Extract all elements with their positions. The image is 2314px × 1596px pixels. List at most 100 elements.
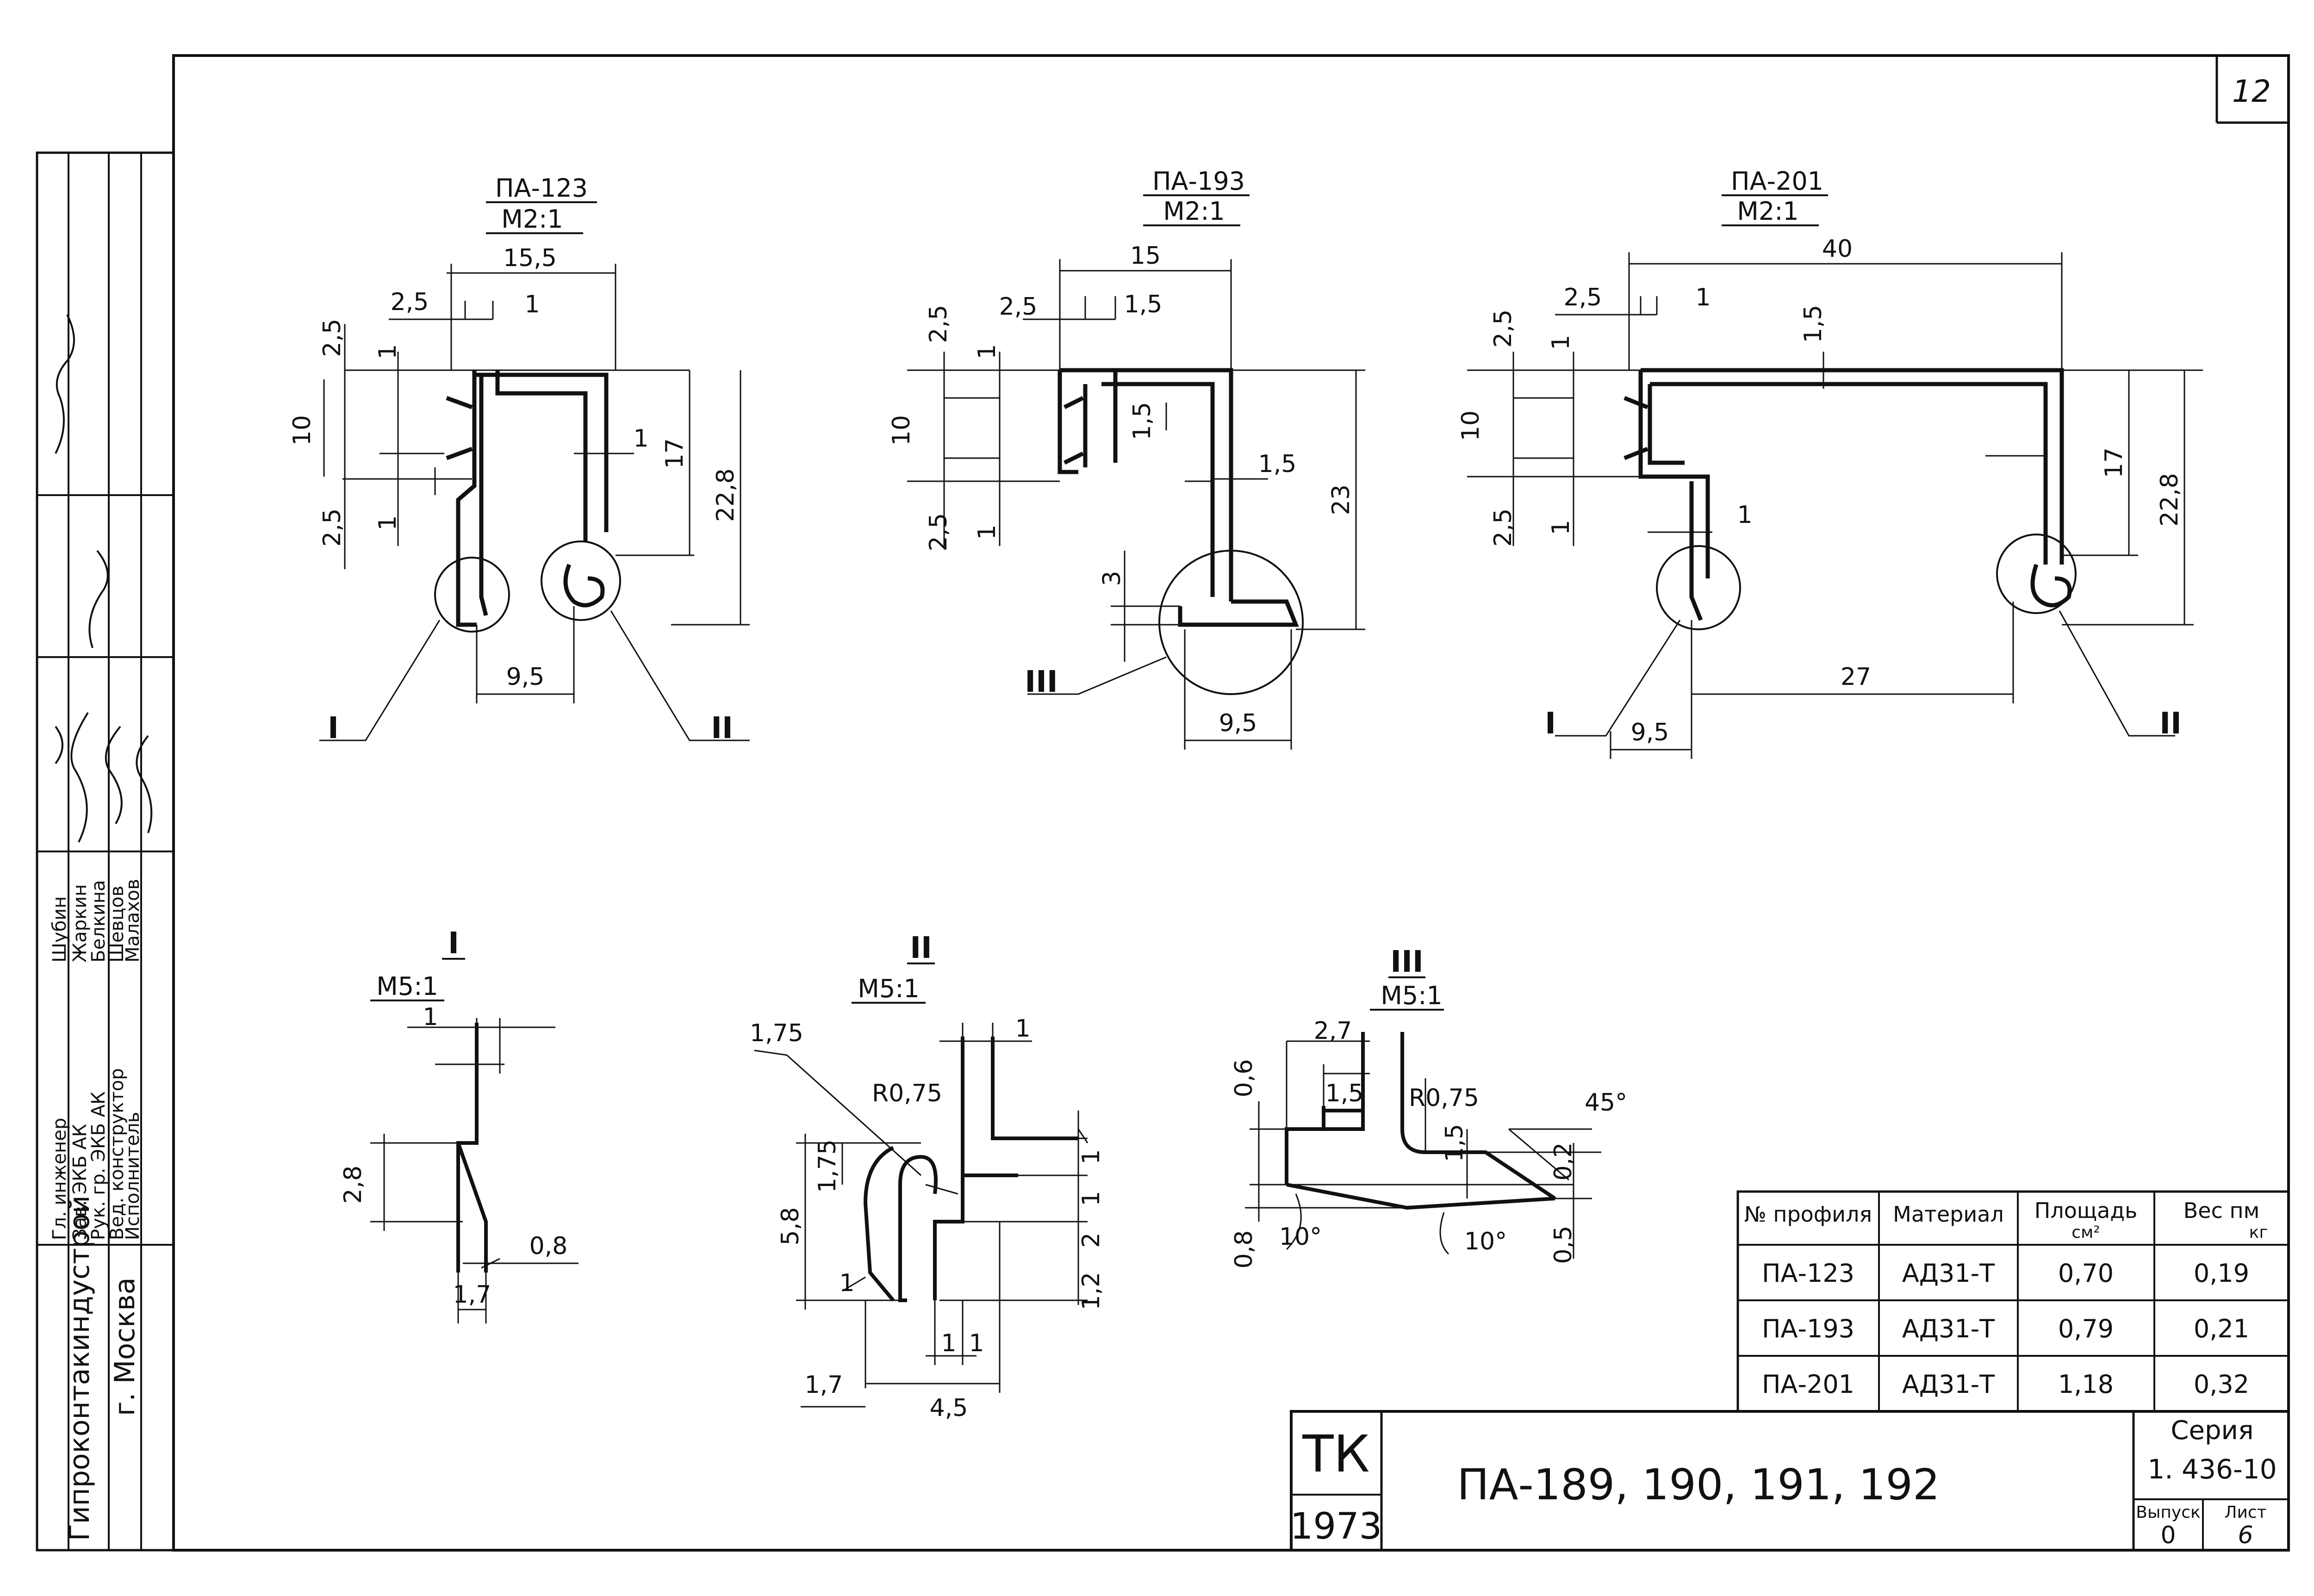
dimension-label: 1,5 — [1325, 1080, 1364, 1107]
title-block: ТК 1973 ПА-189, 190, 191, 192 Серия 1. 4… — [1290, 1410, 2290, 1552]
table-header: Материал — [1893, 1202, 2004, 1227]
detail-callout-circle — [1996, 534, 2077, 614]
side-stamp-city: г. Москва — [109, 1277, 141, 1416]
side-stamp-role: Гл. инженер — [49, 1118, 70, 1240]
table-cell: АД31-Т — [1902, 1370, 1995, 1399]
profile-pa193: ПА-193 М2:1 — [888, 167, 1365, 750]
table-cell: АД31-Т — [1902, 1259, 1995, 1288]
dimension-label: 1 — [524, 291, 540, 318]
table-header: Вес пм — [2183, 1198, 2260, 1223]
dimension-label: 1 — [969, 1329, 984, 1357]
dimension-label: 1,5 — [1799, 305, 1827, 343]
side-stamp-name: Жаркин — [69, 884, 91, 963]
dimension-label: 5,8 — [777, 1207, 804, 1246]
dimension-label: 0,5 — [1549, 1226, 1577, 1264]
detail-ii: II М5:1 — [750, 931, 1105, 1422]
dimension-label: 10° — [1464, 1228, 1507, 1255]
profile-scale: М2:1 — [501, 205, 563, 234]
sheet-number-box: 12 — [2215, 56, 2289, 124]
detail-scale: М5:1 — [858, 974, 920, 1003]
dimension-label: 1,5 — [1124, 291, 1163, 318]
dimension-label: 1 — [374, 344, 402, 359]
table-header: № профиля — [1744, 1202, 1872, 1227]
dimension-label: 9,5 — [506, 663, 545, 691]
dimension-label: 2,5 — [318, 319, 346, 357]
dimension-label: 1,5 — [1441, 1124, 1468, 1162]
dimension-label: 2,5 — [318, 509, 346, 547]
profile-table: № профиля Материал Площадь см² Вес пм кг… — [1736, 1190, 2290, 1413]
dimension-lines — [370, 1018, 578, 1323]
dimension-label: 9,5 — [1219, 709, 1257, 737]
table-cell: 0,70 — [2058, 1259, 2114, 1288]
dimension-label: 2,5 — [1564, 284, 1602, 311]
dimension-label: R0,75 — [872, 1080, 942, 1107]
profile-name: ПА-123 — [495, 174, 588, 203]
dimension-label: 10° — [1279, 1223, 1322, 1251]
dimension-lines — [319, 264, 750, 741]
sheet-label: Лист — [2224, 1503, 2266, 1522]
detail-label: II — [910, 931, 932, 965]
issue-value: 0 — [2160, 1521, 2176, 1549]
dimension-label: 1 — [1737, 501, 1752, 529]
dimension-label: 10 — [888, 415, 915, 446]
dimension-label: 0,2 — [1549, 1143, 1577, 1181]
dimension-label: 9,5 — [1631, 719, 1669, 746]
dimension-label: 2 — [1077, 1232, 1105, 1248]
detail-label: I — [448, 926, 459, 961]
dimension-label: 1 — [1077, 1191, 1105, 1206]
profile-outline — [1057, 368, 1299, 627]
dimension-label: 27 — [1841, 663, 1871, 691]
dimension-label: 1 — [1547, 520, 1575, 535]
side-stamp-name: Шубин — [49, 896, 70, 963]
org-code: ТК — [1302, 1424, 1369, 1484]
dimension-label: 3 — [1098, 571, 1126, 586]
dimension-label: 1,5 — [1258, 450, 1297, 478]
dimension-label: 2,5 — [391, 288, 429, 316]
profile-outline — [1624, 368, 2072, 621]
side-stamp: Гипроконтакиндустрой г. Москва Гл. инжен… — [36, 151, 175, 1552]
dimension-label: R0,75 — [1409, 1084, 1479, 1112]
profile-name: ПА-193 — [1152, 167, 1245, 196]
side-stamp-org: Гипроконтакиндустрой — [63, 1195, 96, 1541]
detail-callout-circle — [1158, 550, 1304, 695]
dimension-label: 2,5 — [999, 293, 1038, 321]
dimension-label: 2,5 — [925, 513, 952, 552]
sheet-number: 12 — [2232, 74, 2271, 109]
year: 1973 — [1290, 1506, 1382, 1547]
dimension-label: 15 — [1130, 242, 1161, 270]
drawing-title: ПА-189, 190, 191, 192 — [1457, 1460, 1940, 1509]
dimension-label: 1 — [633, 425, 648, 453]
side-stamp-role: Зав. ЭКБ АК — [69, 1124, 91, 1240]
dimension-lines — [1467, 252, 2203, 759]
profile-outline — [446, 370, 609, 627]
detail-callout-label: I — [1545, 707, 1556, 741]
profile-name: ПА-201 — [1731, 167, 1823, 196]
side-stamp-role: Рук. гр. ЭКБ АК — [88, 1092, 109, 1240]
dimension-label: 1,7 — [805, 1371, 843, 1399]
dimension-label: 10 — [1457, 410, 1485, 441]
dimension-label: 1,75 — [750, 1019, 803, 1047]
dimension-label: 15,5 — [503, 244, 557, 272]
table-cell: 0,21 — [2194, 1314, 2249, 1343]
dimension-label: 1,2 — [1077, 1272, 1105, 1310]
dimension-label: 1 — [423, 1003, 438, 1031]
table-cell: 0,79 — [2058, 1314, 2114, 1343]
profile-scale: М2:1 — [1737, 197, 1799, 226]
side-stamp-name: Малахов — [122, 879, 143, 963]
detail-callout-label: II — [2159, 707, 2182, 741]
detail-iii: III М5:1 — [1230, 945, 1627, 1268]
dimension-label: 1,7 — [453, 1281, 491, 1309]
dimension-label: 1 — [941, 1329, 956, 1357]
profile-scale: М2:1 — [1163, 197, 1225, 226]
side-stamp-role: Исполнитель — [122, 1112, 143, 1240]
dimension-label: 1 — [1077, 1149, 1105, 1164]
dimension-label: 4,5 — [930, 1394, 968, 1422]
sheet-value: 6 — [2238, 1521, 2253, 1549]
dimension-label: 0,8 — [1230, 1230, 1258, 1269]
dimension-label: 17 — [2100, 447, 2128, 478]
detail-callout-circle — [541, 540, 621, 621]
dimension-label: 1 — [839, 1269, 854, 1297]
table-header-unit: кг — [2249, 1223, 2268, 1242]
dimension-label: 23 — [1327, 484, 1355, 515]
dimension-label: 22,8 — [712, 468, 740, 522]
